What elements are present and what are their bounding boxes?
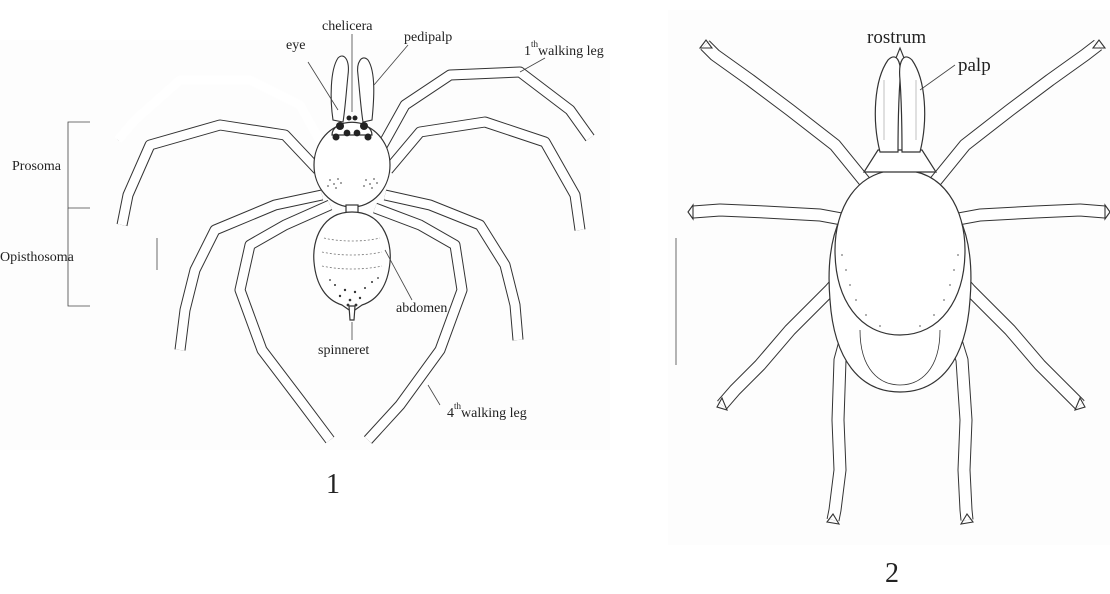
label-chelicera: chelicera: [322, 19, 373, 34]
label-prosoma: Prosoma: [12, 159, 62, 174]
figure2-number: 2: [885, 558, 899, 589]
label-pedipalp: pedipalp: [404, 30, 452, 45]
label-rostrum: rostrum: [867, 27, 926, 48]
label-eye: eye: [286, 38, 305, 53]
figure1-panel: [0, 40, 610, 450]
label-spinneret: spinneret: [318, 343, 369, 358]
mite-scutum: [835, 170, 965, 335]
figure1-number: 1: [326, 469, 340, 500]
label-opisthosoma: Opisthosoma: [0, 250, 75, 265]
label-palp: palp: [958, 55, 991, 76]
label-abdomen: abdomen: [396, 301, 447, 316]
